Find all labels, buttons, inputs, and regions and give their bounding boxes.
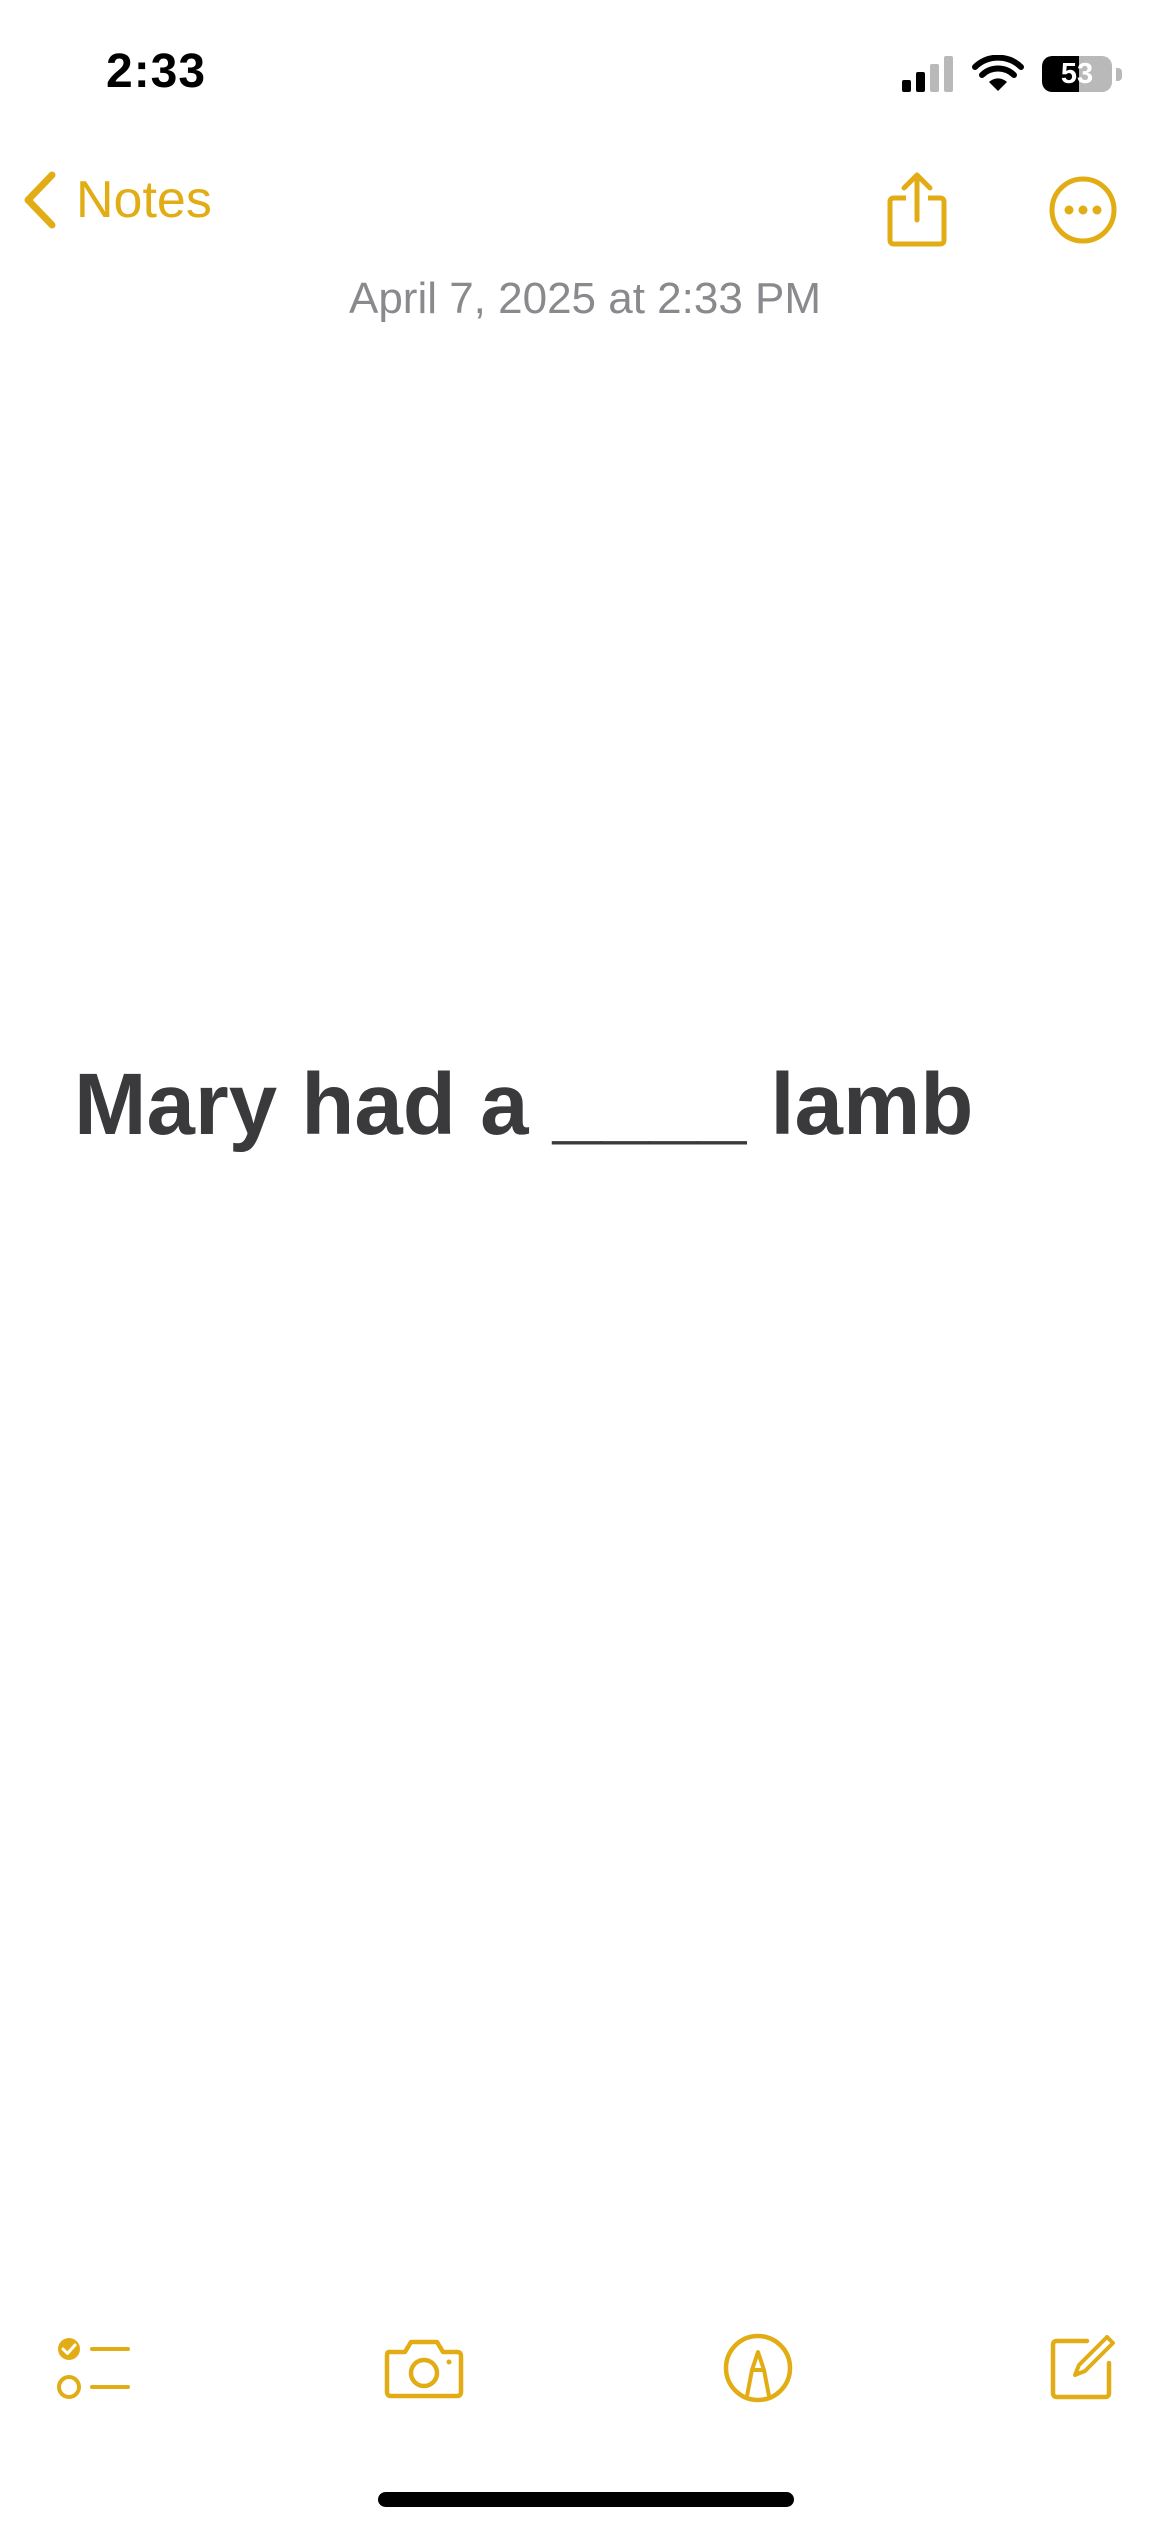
markup-button[interactable] — [708, 2318, 808, 2418]
chevron-left-icon — [24, 171, 56, 229]
ellipsis-circle-icon — [1049, 176, 1117, 244]
share-button[interactable] — [872, 165, 962, 255]
share-icon — [887, 172, 947, 247]
compose-button[interactable] — [1032, 2318, 1132, 2418]
battery-level: 53 — [1060, 57, 1094, 90]
compose-icon — [1050, 2335, 1115, 2400]
note-date: April 7, 2025 at 2:33 PM — [348, 274, 822, 323]
checklist-icon — [57, 2338, 130, 2399]
checklist-button[interactable] — [44, 2318, 144, 2418]
markup-icon — [723, 2333, 793, 2403]
status-time: 2:33 — [106, 45, 207, 98]
back-button-label: Notes — [76, 171, 212, 229]
camera-icon — [384, 2339, 464, 2399]
more-button[interactable] — [1038, 165, 1128, 255]
home-indicator[interactable] — [378, 2492, 794, 2507]
back-button[interactable]: Notes — [22, 170, 212, 230]
wifi-icon — [972, 55, 1024, 91]
note-body-text[interactable]: Mary had a ____ lamb — [74, 1056, 974, 1153]
status-indicators: 53 — [902, 52, 1122, 96]
battery-nub — [1116, 67, 1122, 81]
battery-fill — [1042, 56, 1080, 92]
battery-indicator: 53 — [1042, 56, 1112, 92]
camera-button[interactable] — [374, 2318, 474, 2418]
cellular-signal-icon — [902, 56, 953, 92]
